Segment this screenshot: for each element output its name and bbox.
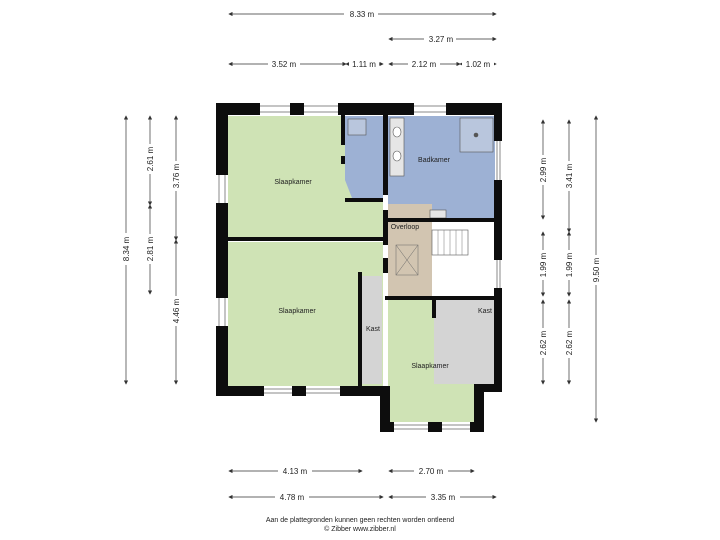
landing-fill [388, 204, 432, 297]
dim-bottom-right-inner: 2.70 m [419, 467, 444, 476]
dim-left-top: 2.61 m [146, 146, 155, 171]
bathroom-fixtures [347, 117, 494, 219]
landing-hatch [395, 244, 419, 276]
dim-bottom-left: 4.78 m [280, 493, 305, 502]
dim-right-seg2: 1.99 m [539, 252, 548, 277]
room-label-closet-left: Kast [366, 326, 380, 333]
dim-right-b-seg2: 1.99 m [565, 252, 574, 277]
dim-top-total: 8.33 m [350, 10, 375, 19]
dim-right-seg3: 2.62 m [539, 330, 548, 355]
dim-right-b-seg1: 3.41 m [565, 163, 574, 188]
walls [216, 103, 502, 432]
dim-left-total: 8.34 m [122, 236, 131, 261]
room-label-bedroom-right: Slaapkamer [411, 363, 449, 370]
footer-disclaimer: Aan de plattegronden kunnen geen rechten… [265, 517, 455, 524]
dim-left-inner-bottom: 4.46 m [172, 298, 181, 323]
bedroom-mid-fill [228, 242, 383, 386]
dim-left-inner-top: 3.76 m [172, 163, 181, 188]
dim-top-seg4: 1.02 m [466, 60, 491, 69]
room-label-closet-right: Kast [478, 308, 492, 315]
dim-bottom-right: 3.35 m [431, 493, 456, 502]
closet-left-fill [362, 276, 382, 384]
dim-top-seg3: 2.12 m [412, 60, 437, 69]
room-label-bathroom: Badkamer [418, 157, 451, 164]
dim-right-seg1: 2.99 m [539, 157, 548, 182]
room-label-bedroom-mid: Slaapkamer [278, 308, 316, 315]
bathroom-left-fill [345, 116, 383, 198]
room-label-landing: Overloop [391, 224, 420, 231]
room-label-bedroom-top: Slaapkamer [274, 179, 312, 186]
dim-right-total: 9.50 m [592, 257, 601, 282]
stair-steps [437, 230, 463, 255]
dim-left-mid: 2.81 m [146, 236, 155, 261]
windows [218, 105, 501, 430]
footer-copyright: © Zibber www.zibber.nl [324, 526, 396, 533]
dim-top-seg2: 1.11 m [352, 60, 376, 69]
dim-bottom-left-inner: 4.13 m [283, 467, 308, 476]
dim-right-b-seg3: 2.62 m [565, 330, 574, 355]
dim-top-seg1: 3.52 m [272, 60, 297, 69]
dim-top-right: 3.27 m [429, 35, 454, 44]
closet-right-fill [434, 300, 494, 384]
